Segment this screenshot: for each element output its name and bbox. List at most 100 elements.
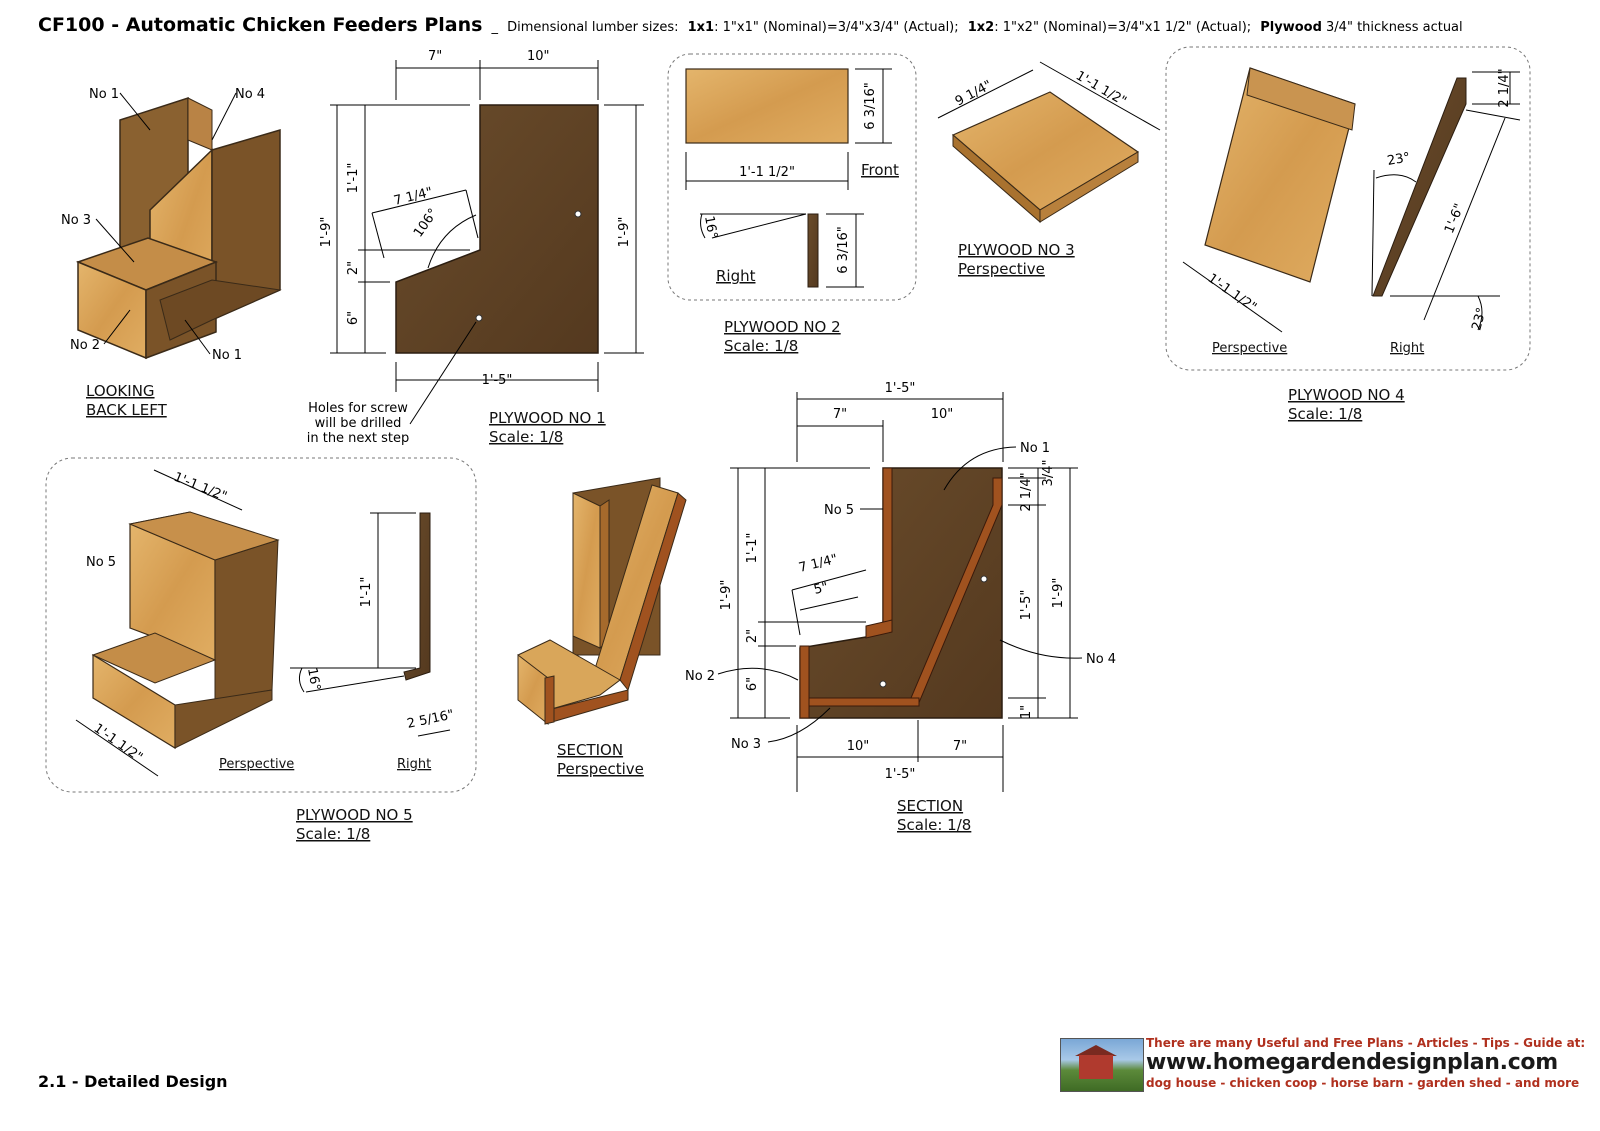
section-label-no3: No 3 (731, 737, 761, 752)
header-separator: _ (491, 20, 499, 35)
lumber-key-plywood: Plywood (1260, 20, 1322, 35)
view-section: No 1 No 5 No 4 No 2 No 3 1'-5" 7" 10" 1'… (685, 381, 1116, 834)
lumber-key-1x1: 1x1 (687, 20, 715, 35)
section-no5 (882, 467, 893, 629)
plywood3-panel (951, 91, 1140, 211)
p5-dim-bottom: 1'-1 1/2" (91, 721, 145, 765)
sec-dim-7-1-4: 7 1/4" (797, 552, 839, 576)
label-no1-a: No 1 (89, 87, 119, 102)
scale-plywood5: Scale: 1/8 (296, 825, 370, 843)
plywood1-shape (395, 104, 599, 354)
plywood2-front (685, 68, 849, 144)
p1-dim-1-5: 1'-5" (482, 373, 513, 388)
section-label-no2: No 2 (685, 669, 715, 684)
sec-dim-3-4: 3/4" (1041, 460, 1056, 487)
caption-plywood4: PLYWOOD NO 4 (1288, 386, 1405, 404)
p2-right-label: Right (716, 267, 756, 285)
view-looking-back-left: No 1 No 4 No 3 No 2 No 1 LOOKING BACK LE… (61, 87, 282, 419)
caption-plywood5: PLYWOOD NO 5 (296, 806, 413, 824)
p3-dim-9-1-4: 9 1/4" (953, 78, 995, 110)
sec-dim-5: 5" (812, 580, 829, 598)
p4-right-label: Right (1390, 341, 1424, 356)
p2-dim-6-3-16-a: 6 3/16" (863, 82, 878, 130)
site-banner[interactable]: There are many Useful and Free Plans - A… (1060, 1036, 1585, 1092)
p2-dim-16: 16° (701, 215, 720, 240)
sec-dim-1-5-bottom: 1'-5" (885, 767, 916, 782)
sec-dim-1-1: 1'-1" (745, 533, 760, 564)
caption-plywood1: PLYWOOD NO 1 (489, 409, 606, 427)
p5-dim-2-5-16: 2 5/16" (406, 707, 456, 732)
p5-dim-top: 1'-1 1/2" (172, 470, 229, 505)
caption-plywood3-perspective: Perspective (958, 260, 1045, 278)
plywood4-right (1372, 77, 1467, 297)
label-no4: No 4 (235, 87, 265, 102)
p5-perspective-label: Perspective (219, 757, 294, 772)
caption-section-persp: SECTION (557, 741, 623, 759)
p1-dim-1-1: 1'-1" (346, 163, 361, 194)
sec-dim-1-5-right: 1'-5" (1019, 590, 1034, 621)
plywood2-right (807, 213, 819, 288)
p1-dim-106: 106° (411, 206, 441, 240)
scale-section: Scale: 1/8 (897, 816, 971, 834)
p5-right-label: Right (397, 757, 431, 772)
p2-dim-6-3-16-b: 6 3/16" (836, 226, 851, 274)
barn-roof-icon (1075, 1045, 1117, 1056)
caption-plywood3: PLYWOOD NO 3 (958, 241, 1075, 259)
sec-dim-2: 2" (745, 629, 760, 643)
sec-dim-1-9-right: 1'-9" (1051, 578, 1066, 609)
sec-dim-7-bottom: 7" (953, 739, 967, 754)
plywood5-right (403, 512, 431, 681)
p4-dim-2-1-4: 2 1/4" (1497, 68, 1512, 107)
sec-dim-1: 1" (1019, 705, 1034, 719)
label-no1-b: No 1 (212, 348, 242, 363)
section-no3 (808, 697, 920, 707)
p4-perspective-label: Perspective (1212, 341, 1287, 356)
sec-dim-1-9-left: 1'-9" (719, 580, 734, 611)
p1-note-2: will be drilled (315, 416, 402, 431)
p1-dim-10: 10" (527, 49, 550, 64)
p3-dim-1-1-1-2: 1'-1 1/2" (1073, 68, 1129, 109)
view-plywood-no1: 7" 10" 1'-1" 1'-9" 2" 6" 7 1/4" 106° 1'-… (307, 49, 644, 446)
sec-dim-10-top: 10" (931, 407, 954, 422)
barn-icon (1079, 1055, 1113, 1079)
sec-dim-6: 6" (745, 677, 760, 691)
sec-dim-1-5-top: 1'-5" (885, 381, 916, 396)
label-no3: No 3 (61, 213, 91, 228)
section-no2 (799, 645, 810, 719)
label-no2: No 2 (70, 338, 100, 353)
p2-dim-1-1-1-2: 1'-1 1/2" (739, 165, 795, 180)
p5-dim-16: 16° (304, 667, 323, 692)
sec-dim-2-1-4: 2 1/4" (1019, 472, 1034, 511)
sec-dim-10-bottom: 10" (847, 739, 870, 754)
p1-note-3: in the next step (307, 431, 410, 446)
p1-dim-7: 7" (428, 49, 442, 64)
section-label-no5: No 5 (824, 503, 854, 518)
p1-note-1: Holes for screw (308, 401, 408, 416)
caption-looking: LOOKING (86, 382, 155, 400)
p5-label-no5: No 5 (86, 555, 116, 570)
view-plywood-no3: 9 1/4" 1'-1 1/2" PLYWOOD NO 3 Perspectiv… (937, 61, 1161, 278)
lumber-val-plywood: 3/4" thickness actual (1326, 20, 1463, 35)
banner-url-link[interactable]: www.homegardendesignplan.com (1146, 1050, 1558, 1075)
p4-dim-1-1-1-2: 1'-1 1/2" (1205, 271, 1259, 315)
p1-dim-2: 2" (346, 261, 361, 275)
p4-dim-23-bottom: 23° (1469, 306, 1489, 332)
banner-categories: dog house - chicken coop - horse barn - … (1146, 1076, 1580, 1090)
page-number: 2.1 - Detailed Design (38, 1072, 228, 1091)
caption-section-persp-2: Perspective (557, 760, 644, 778)
p1-dim-6: 6" (346, 311, 361, 325)
p2-front-label: Front (861, 161, 899, 179)
lumber-val-1x2: : 1"x2" (Nominal)=3/4"x1 1/2" (Actual); (994, 20, 1252, 35)
view-section-perspective: SECTION Perspective (517, 477, 687, 778)
p5-dim-1-1: 1'-1" (359, 577, 374, 608)
page-header: CF100 - Automatic Chicken Feeders Plans … (38, 14, 1463, 36)
sec-dim-7-top: 7" (833, 407, 847, 422)
lumber-prefix: Dimensional lumber sizes: (507, 20, 679, 35)
caption-section: SECTION (897, 797, 963, 815)
view-plywood-no2: 6 3/16" 1'-1 1/2" 16° 6 3/16" Front Righ… (667, 53, 917, 355)
p1-dim-1-9-right: 1'-9" (617, 217, 632, 248)
caption-back-left: BACK LEFT (86, 401, 168, 419)
scale-plywood4: Scale: 1/8 (1288, 405, 1362, 423)
p1-dim-1-9-left: 1'-9" (319, 217, 334, 248)
